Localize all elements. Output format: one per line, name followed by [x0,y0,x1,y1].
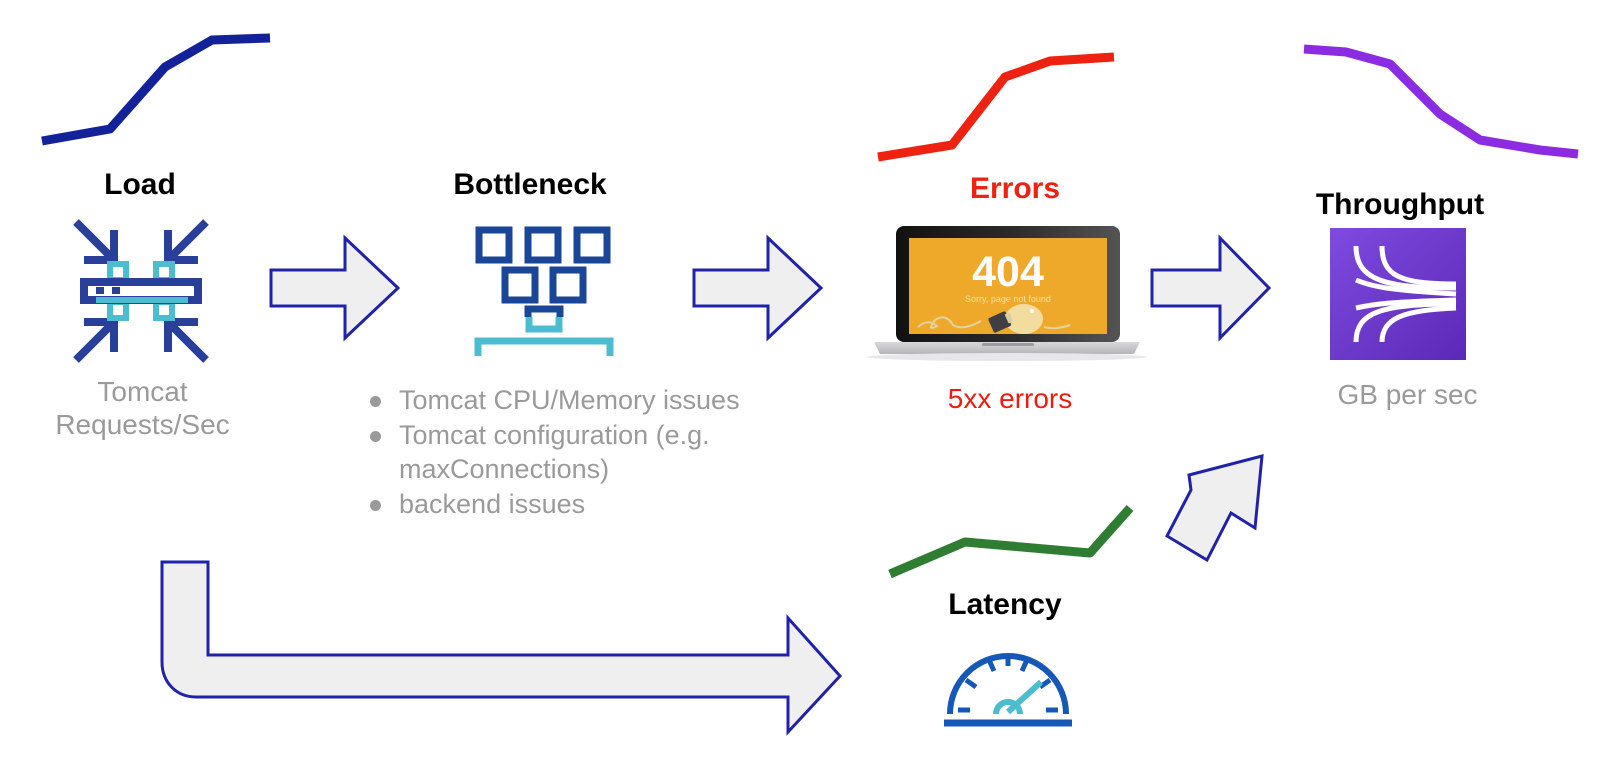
errors-caption: 5xx errors [947,383,1073,414]
arrow-bottleneck-to-errors [690,228,825,348]
throughput-trend-line [1303,44,1579,159]
load-caption-line2: Requests/Sec [55,409,230,441]
error-message: Sorry, page not found [965,294,1051,304]
stage-title-load: Load [104,168,176,201]
load-trend-chart [30,25,280,150]
latency-trend-line [888,505,1134,579]
load-caption-line1: Tomcat [97,376,188,407]
arrow-load-to-latency [148,550,848,740]
bottleneck-bullet-1: Tomcat CPU/Memory issues [399,385,740,415]
list-item: Tomcat configuration (e.g. maxConnection… [370,418,770,486]
gauge-icon [938,632,1078,727]
stage-title-throughput: Throughput [1315,188,1485,221]
errors-trend-chart [870,35,1120,165]
bottleneck-bullet-3: backend issues [399,489,586,520]
arrow-errors-to-throughput [1148,228,1273,348]
bullet-dot-icon [370,500,381,512]
list-item: backend issues [370,487,770,521]
bullet-dot-icon [370,431,381,443]
load-trend-line [41,33,271,146]
arrow-latency-to-throughput [1145,448,1275,583]
stage-title-bottleneck: Bottleneck [453,168,607,201]
error-code-404: 404 [972,248,1044,296]
throughput-caption: GB per sec [1337,379,1478,410]
list-item: Tomcat CPU/Memory issues [370,383,770,417]
errors-trend-line [877,52,1115,162]
stage-title-latency: Latency [948,588,1062,621]
funnel-squares-icon [470,225,620,360]
load-caption: Tomcat Requests/Sec [0,375,285,441]
throughput-converging-lines-icon [1330,228,1466,360]
throughput-trend-chart [1290,30,1585,165]
laptop-404-icon: 404 Sorry, page not found [866,222,1148,362]
latency-trend-chart [880,480,1140,580]
stage-title-errors: Errors [969,172,1061,205]
load-balancer-icon [68,218,214,364]
bottleneck-bullet-list: Tomcat CPU/Memory issues Tomcat configur… [370,383,770,522]
arrow-load-to-bottleneck [267,228,402,348]
bullet-dot-icon [370,396,381,407]
bottleneck-bullet-2: Tomcat configuration (e.g. maxConnection… [399,420,710,485]
